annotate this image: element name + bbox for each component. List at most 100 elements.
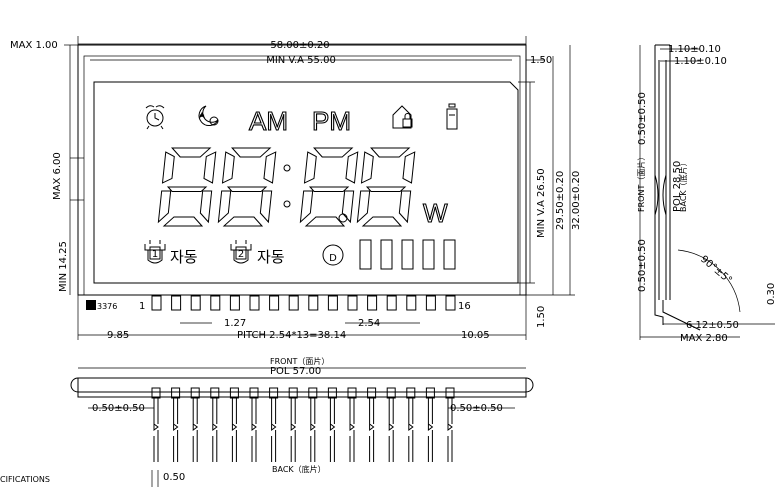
level-bar bbox=[380, 239, 393, 270]
lead-lower bbox=[212, 430, 218, 462]
badge-two: 2 bbox=[238, 249, 244, 260]
auto-label-two: 자동 bbox=[257, 248, 285, 266]
bottom-glass-top bbox=[77, 377, 527, 393]
badge-one-box bbox=[149, 246, 161, 260]
segment bbox=[226, 186, 268, 192]
lead-lower bbox=[173, 430, 179, 462]
decimal-point bbox=[338, 213, 348, 223]
lead-lower bbox=[290, 430, 296, 462]
part-code: 3376 bbox=[97, 302, 117, 311]
thickness-text: 0.30 bbox=[766, 283, 777, 305]
segment bbox=[370, 147, 411, 158]
segment bbox=[299, 190, 314, 224]
left-height-text: MAX 6.00 bbox=[52, 152, 63, 200]
va-height-text: MIN V.A 26.50 bbox=[536, 168, 547, 238]
bottom-lead bbox=[406, 387, 416, 462]
bottom-front-label: FRONT（面片） bbox=[270, 356, 329, 366]
lead-clip bbox=[288, 387, 298, 399]
front-pin bbox=[347, 295, 358, 311]
front-pin bbox=[445, 295, 456, 311]
bottom-gap-text: 1.50 bbox=[536, 306, 547, 328]
lead-clip bbox=[406, 387, 416, 399]
pin-last-label: 16 bbox=[458, 301, 471, 312]
alarm-clock-icon bbox=[145, 105, 165, 130]
lead-upper bbox=[153, 398, 159, 431]
lead-upper bbox=[427, 398, 434, 431]
pm-label: PM bbox=[312, 106, 351, 136]
bottom-lead bbox=[347, 387, 357, 462]
segment bbox=[303, 151, 317, 184]
bottom-left-offset: 0.50±0.50 bbox=[92, 403, 145, 414]
unit-label: W bbox=[423, 198, 448, 228]
lead-clip bbox=[445, 387, 455, 399]
lead-lower bbox=[192, 430, 198, 462]
segment bbox=[162, 216, 204, 227]
lead-clip bbox=[190, 387, 200, 399]
lead-lower bbox=[369, 430, 375, 462]
bottom-lead bbox=[367, 387, 377, 462]
front-pin bbox=[425, 295, 436, 311]
front-view: 58.00±0.20 MIN V.A 55.00 MAX 1.00 1.50 M… bbox=[10, 36, 582, 341]
outer-height-text: 32.00±0.20 bbox=[571, 171, 582, 230]
segment bbox=[161, 151, 175, 184]
side-front-label: FRONT（面片） bbox=[636, 153, 646, 212]
bend-angle-text: 90°±5° bbox=[698, 254, 734, 287]
lead-clip bbox=[249, 387, 259, 399]
side-lower-offset: 0.50±0.50 bbox=[637, 239, 648, 292]
front-pin bbox=[327, 295, 338, 311]
pin-depth-text: 6.12±0.50 bbox=[686, 320, 739, 331]
bottom-lead bbox=[249, 387, 259, 462]
colon-dot-top bbox=[283, 164, 291, 172]
bottom-lead bbox=[308, 387, 318, 462]
lead-lower bbox=[251, 430, 257, 462]
segment bbox=[356, 190, 371, 224]
max-depth-text: MAX 2.80 bbox=[680, 333, 728, 344]
right-gap-text: 1.50 bbox=[530, 55, 552, 66]
lead-upper bbox=[251, 398, 257, 431]
house-lock-icon bbox=[392, 105, 413, 129]
front-pin bbox=[210, 295, 221, 311]
digit-3 bbox=[299, 147, 359, 227]
lead-upper bbox=[388, 398, 395, 431]
bottom-lead bbox=[171, 387, 181, 462]
segment bbox=[402, 151, 416, 184]
digit-1 bbox=[157, 147, 217, 227]
level-bar bbox=[422, 239, 435, 270]
segment bbox=[361, 216, 403, 227]
lead-clip bbox=[386, 387, 396, 399]
segment bbox=[360, 151, 374, 184]
segment bbox=[313, 147, 354, 158]
polarizer-outline bbox=[83, 55, 521, 296]
bottom-lead bbox=[327, 387, 337, 462]
segment bbox=[166, 186, 208, 192]
moon-star-icon bbox=[198, 105, 219, 127]
lead-clip bbox=[269, 387, 279, 399]
digit-2 bbox=[217, 147, 277, 227]
bottom-lead bbox=[229, 387, 239, 462]
segment bbox=[263, 151, 277, 184]
segment bbox=[221, 151, 235, 184]
lead-clip bbox=[171, 387, 181, 399]
side-view: 1.10±0.10 1.10±0.10 FRONT（面片） BACK（底片） P… bbox=[636, 44, 777, 344]
segment bbox=[398, 190, 412, 224]
segment bbox=[157, 190, 172, 224]
inner-height-text: 29.50±0.20 bbox=[555, 171, 566, 230]
side-top-dim-2: 1.10±0.10 bbox=[674, 56, 727, 67]
lead-width-text: 0.50 bbox=[163, 472, 185, 483]
bottom-lead bbox=[151, 387, 161, 462]
bottom-lead bbox=[269, 387, 279, 462]
plug-icon-two bbox=[230, 240, 252, 264]
lead-clip bbox=[151, 387, 161, 399]
lead-upper bbox=[173, 398, 179, 431]
badge-one: 1 bbox=[152, 249, 158, 260]
lead-lower bbox=[447, 430, 453, 462]
level-bar bbox=[401, 239, 414, 270]
bottom-back-label: BACK（底片） bbox=[272, 464, 326, 474]
bottom-lead bbox=[386, 387, 396, 462]
lead-clip bbox=[308, 387, 318, 399]
va-width-text: MIN V.A 55.00 bbox=[266, 55, 336, 66]
lead-clip bbox=[347, 387, 357, 399]
segment bbox=[222, 216, 264, 227]
lead-clip bbox=[425, 387, 435, 399]
lead-clip bbox=[327, 387, 337, 399]
